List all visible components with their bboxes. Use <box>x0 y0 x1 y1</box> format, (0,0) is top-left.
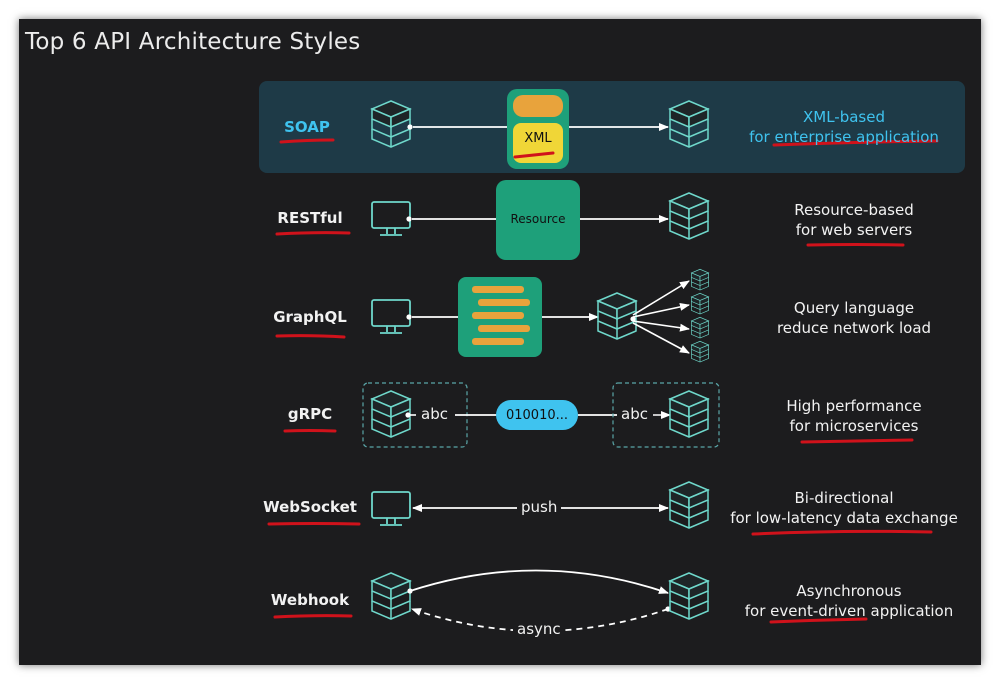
desc-graphql-line2: reduce network load <box>776 319 932 337</box>
restful-server-icon <box>669 192 709 240</box>
page-title: Top 6 API Architecture Styles <box>25 29 361 55</box>
desc-webhook-line1: Asynchronous <box>796 582 902 600</box>
binary-payload-pill <box>496 400 578 430</box>
style-name-graphql: GraphQL <box>273 308 347 326</box>
style-name-websocket: WebSocket <box>263 498 357 516</box>
grpc-server-stub-box <box>612 382 720 448</box>
desc-webhook: Asynchronous for event-driven applicatio… <box>719 581 979 621</box>
grpc-server-icon <box>669 390 709 438</box>
style-name-soap: SOAP <box>284 118 330 136</box>
desc-soap-line1: XML-based <box>802 108 885 126</box>
desc-websocket-line1: Bi-directional <box>794 489 894 507</box>
desc-websocket-line2: for low-latency data exchange <box>730 509 958 527</box>
websocket-server-icon <box>669 481 709 529</box>
binary-payload-label: 010010... <box>505 407 569 423</box>
graphql-backend-server-icon <box>691 268 709 291</box>
grpc-left-abc-label: abc <box>417 405 452 423</box>
websocket-monitor-icon <box>371 491 411 526</box>
desc-soap: XML-based for enterprise application <box>714 107 974 147</box>
desc-restful: Resource-based for web servers <box>724 200 981 240</box>
restful-monitor-icon <box>371 201 411 236</box>
graphql-backend-server-icon <box>691 340 709 363</box>
diagram-canvas: Top 6 API Architecture Styles <box>19 19 981 665</box>
soap-server-icon <box>669 100 709 148</box>
graphql-monitor-icon <box>371 299 411 334</box>
desc-graphql: Query language reduce network load <box>724 298 981 338</box>
desc-soap-line2: for enterprise application <box>749 128 939 146</box>
async-label: async <box>513 620 565 638</box>
soap-client-server-icon <box>371 100 411 148</box>
desc-grpc-line2: for microservices <box>789 417 919 435</box>
desc-webhook-line2: for event-driven application <box>744 602 954 620</box>
graphql-gateway-server-icon <box>597 292 637 340</box>
resource-box-label: Resource <box>510 212 566 226</box>
desc-grpc: High performance for microservices <box>724 396 981 436</box>
desc-graphql-line1: Query language <box>793 299 915 317</box>
desc-websocket: Bi-directional for low-latency data exch… <box>714 488 974 528</box>
graphql-backend-server-icon <box>691 316 709 339</box>
webhook-server-icon <box>669 572 709 620</box>
style-name-webhook: Webhook <box>270 591 350 609</box>
desc-grpc-line1: High performance <box>786 397 922 415</box>
resource-box <box>496 180 580 260</box>
soap-underline <box>279 138 335 144</box>
diagram-graphics <box>267 89 939 632</box>
grpc-client-server-icon <box>371 390 411 438</box>
graphql-backend-server-icon <box>691 292 709 315</box>
style-name-restful: RESTful <box>277 209 343 227</box>
style-name-grpc: gRPC <box>287 405 333 423</box>
xml-chip-label: XML <box>524 130 552 146</box>
push-label: push <box>517 498 562 516</box>
webhook-client-server-icon <box>371 572 411 620</box>
desc-restful-line1: Resource-based <box>794 201 914 219</box>
desc-restful-line2: for web servers <box>795 221 913 239</box>
grpc-right-abc-label: abc <box>617 405 652 423</box>
